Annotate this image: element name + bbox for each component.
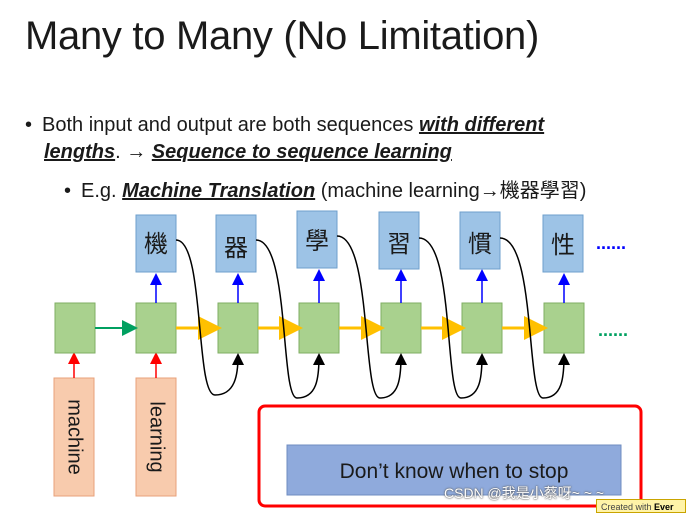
watermark: CSDN @我是小蔡呀~ ~ ~ (444, 485, 605, 501)
output-box-3 (296, 210, 338, 269)
input-label-machine: machine (64, 399, 86, 475)
hidden-box-7 (543, 302, 585, 354)
bullet-2-emphasis: Machine Translation (122, 180, 316, 202)
input-label-learning: learning (146, 401, 168, 472)
bullet-2-text: E.g. (81, 180, 123, 202)
feedback-loop-4 (418, 237, 488, 399)
stamp-brand: Ever (654, 502, 674, 512)
bullet-1-text: Both input and output are both sequences (42, 114, 419, 136)
hidden-box-3 (217, 302, 259, 354)
output-char-4: 習 (387, 230, 411, 258)
feedback-loop-2 (255, 239, 325, 399)
hidden-box-1 (54, 302, 96, 354)
output-char-2: 器 (224, 234, 248, 262)
output-char-1: 機 (144, 230, 168, 258)
bullet-1: • Both input and output are both sequence… (25, 114, 544, 137)
created-with-stamp: Created with Ever (596, 499, 686, 513)
bullet-dot: • (25, 114, 33, 136)
stop-box (286, 444, 622, 496)
bullet-1-arrow-text: . → (115, 141, 152, 163)
output-box-1 (135, 214, 177, 273)
feedback-loop-5 (499, 237, 570, 399)
input-box-learning (135, 377, 177, 497)
stop-label: Don’t know when to stop (340, 460, 569, 483)
bullet-1-emphasis-cont: lengths (44, 141, 116, 163)
bullet-1-emphasis-2: Sequence to sequence learning (151, 141, 452, 163)
hidden-ellipsis: ...... (598, 320, 628, 340)
feedback-loop-1 (175, 239, 244, 396)
highlight-box (257, 404, 643, 508)
output-box-4 (378, 211, 420, 270)
slide-title: Many to Many (No Limitation) (25, 14, 540, 58)
hidden-box-4 (298, 302, 340, 354)
output-ellipsis: ...... (596, 233, 626, 253)
bullet-dot: • (64, 180, 72, 202)
output-char-6: 性 (551, 231, 575, 259)
hidden-box-6 (461, 302, 503, 354)
output-box-2 (215, 214, 257, 273)
hidden-box-5 (380, 302, 422, 354)
stamp-text: Created with (601, 502, 655, 512)
output-box-5 (459, 211, 501, 270)
bullet-1-emphasis: with different (418, 114, 545, 136)
output-char-5: 慣 (468, 230, 492, 258)
output-box-6 (542, 214, 584, 273)
output-char-3: 學 (305, 227, 329, 255)
feedback-loop-3 (336, 235, 407, 399)
hidden-box-2 (135, 302, 177, 354)
bullet-2-post: (machine learning→機器學習) (315, 180, 587, 202)
bullet-1-continued: lengths. → Sequence to sequence learning (44, 141, 452, 164)
input-box-machine (53, 377, 95, 497)
bullet-2: • E.g. Machine Translation (machine learn… (64, 174, 586, 203)
